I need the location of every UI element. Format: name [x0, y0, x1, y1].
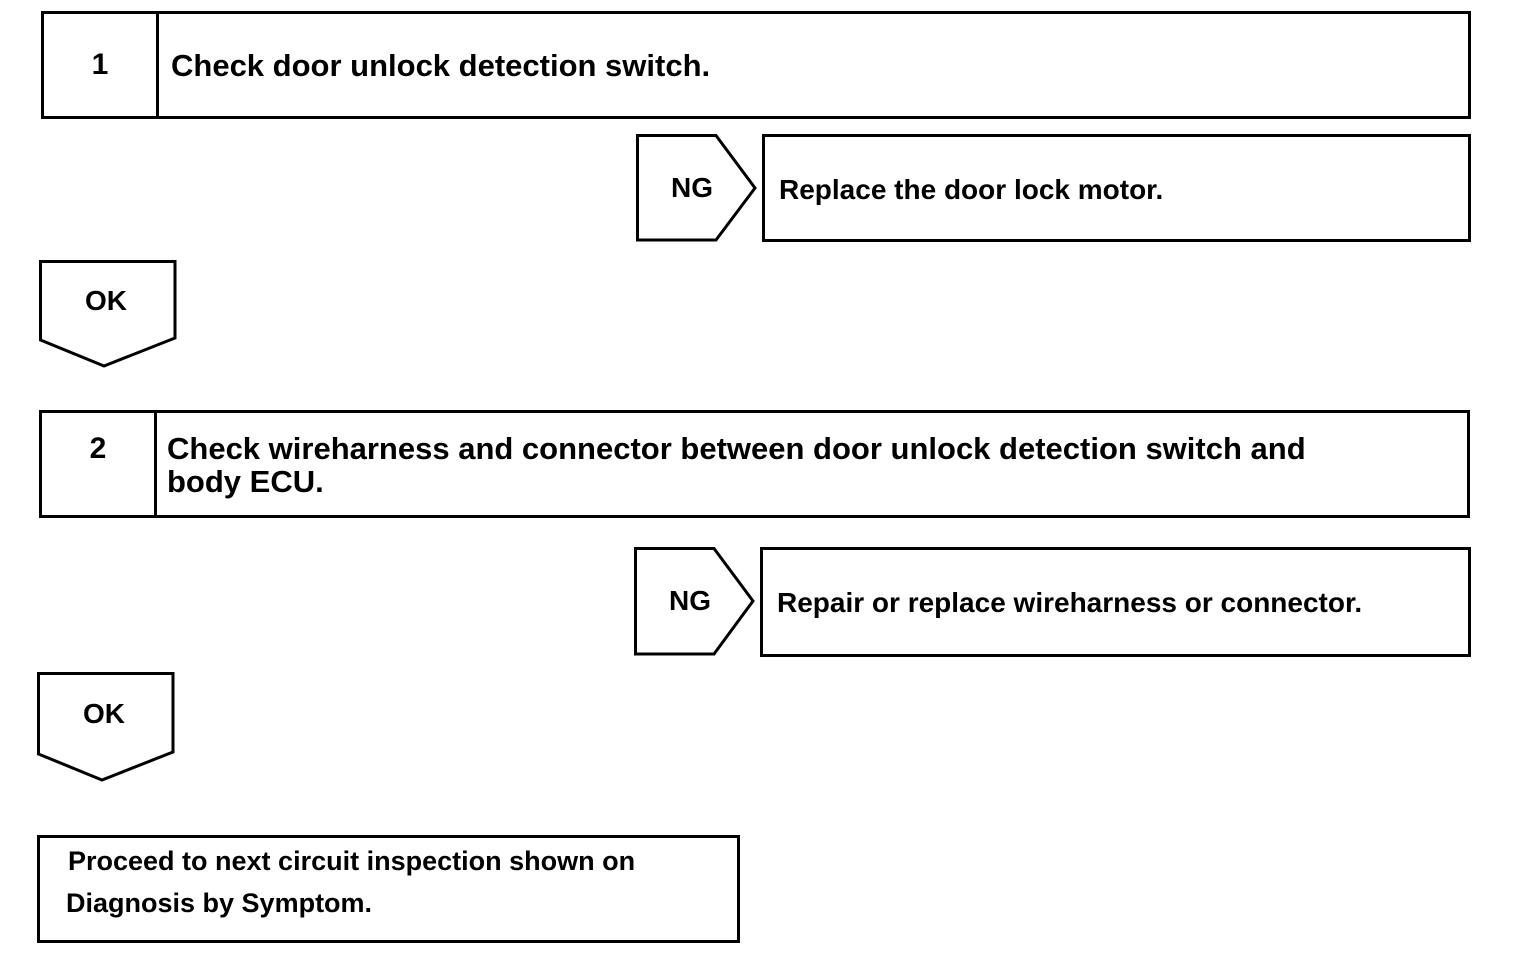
- step-1-box: 1 Check door unlock detection switch.: [41, 11, 1471, 119]
- step-1-ng-label: NG: [671, 172, 713, 203]
- final-instruction-box: Proceed to next circuit inspection shown…: [37, 835, 740, 943]
- step-1-ng-result-box: Replace the door lock motor.: [762, 134, 1471, 242]
- step-1-ok-label: OK: [85, 285, 127, 316]
- final-instruction-line2: Diagnosis by Symptom.: [66, 888, 373, 918]
- step-2-ng-result-box: Repair or replace wireharness or connect…: [760, 547, 1471, 657]
- step-2-number-cell: 2: [42, 413, 157, 515]
- step-2-ng-label: NG: [669, 585, 711, 616]
- step-1-text: Check door unlock detection switch.: [171, 48, 711, 83]
- step-2-ng-arrow: [634, 547, 755, 656]
- step-2-ng-result-text: Repair or replace wireharness or connect…: [777, 587, 1363, 618]
- step-2-number: 2: [89, 432, 107, 465]
- step-2-ok-arrow: [37, 672, 175, 782]
- step-2-text-line1: Check wireharness and connector between …: [167, 431, 1306, 466]
- step-1-ng-result-text: Replace the door lock motor.: [779, 174, 1164, 205]
- step-1-ng-arrow: [636, 134, 757, 242]
- step-2-box: 2 Check wireharness and connector betwee…: [39, 410, 1470, 518]
- step-2-text-line2: body ECU.: [167, 464, 324, 499]
- final-instruction-line1: Proceed to next circuit inspection shown…: [68, 846, 636, 876]
- step-1-number-cell: 1: [44, 14, 159, 116]
- step-1-number: 1: [91, 48, 109, 81]
- step-2-ok-label: OK: [83, 698, 125, 729]
- step-1-ok-arrow: [39, 260, 177, 368]
